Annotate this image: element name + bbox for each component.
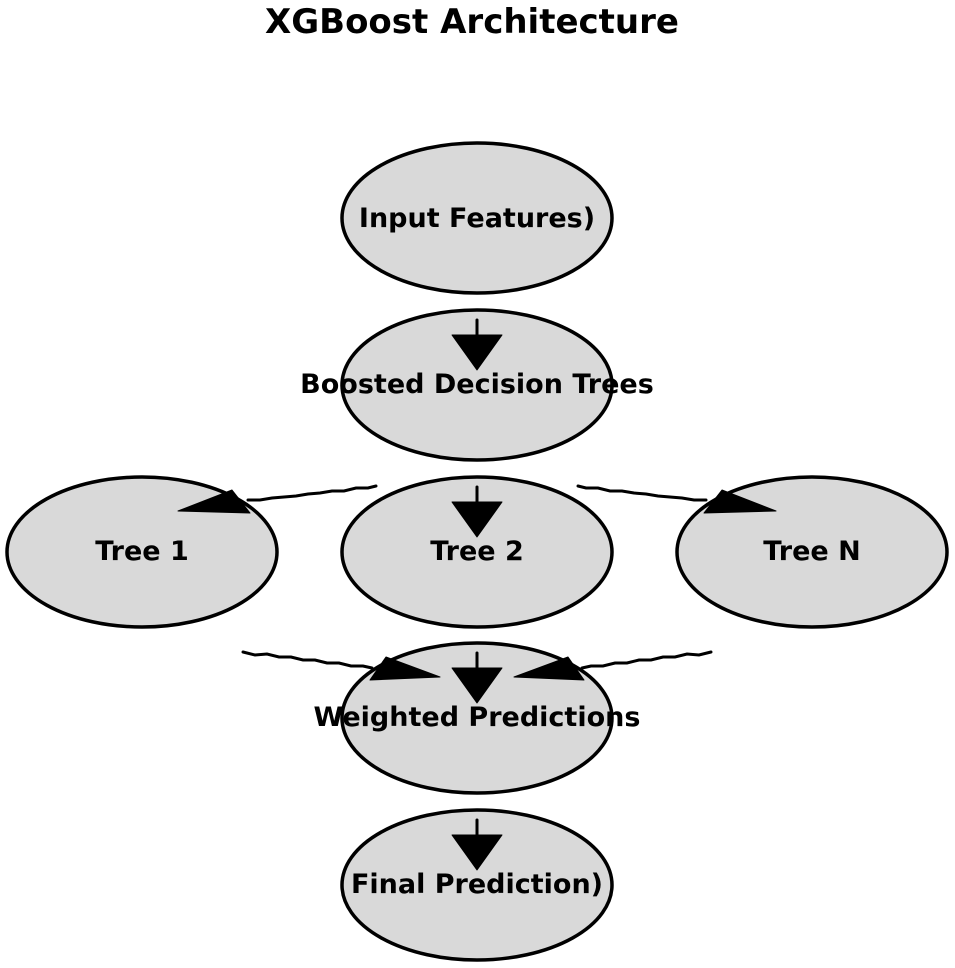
node-tree-2-shape bbox=[340, 475, 614, 629]
arrow-tree-n-to-weighted bbox=[513, 650, 713, 681]
arrow-boosted-to-tree-1 bbox=[177, 484, 378, 514]
arrow-boosted-to-tree-n bbox=[576, 484, 777, 514]
node-final-prediction-shape bbox=[340, 808, 614, 962]
node-weighted-predictions: Weighted Predictions bbox=[314, 641, 641, 795]
node-input-features: Input Features) bbox=[340, 141, 614, 295]
node-boosted-decision-trees-shape bbox=[340, 308, 614, 462]
arrow-input-to-boosted bbox=[451, 318, 503, 371]
node-input-features-shape bbox=[340, 141, 614, 295]
node-tree-1-shape bbox=[5, 475, 279, 629]
node-tree-n-label: Tree N bbox=[763, 536, 860, 567]
diagram-title: XGBoost Architecture bbox=[265, 2, 679, 42]
arrow-weighted-to-final bbox=[451, 818, 503, 871]
node-final-prediction-label: Final Prediction) bbox=[351, 869, 603, 900]
node-tree-2-label: Tree 2 bbox=[430, 536, 524, 567]
arrow-boosted-to-tree-2 bbox=[451, 485, 503, 538]
node-boosted-decision-trees: Boosted Decision Trees bbox=[300, 308, 654, 462]
node-input-features-label: Input Features) bbox=[359, 203, 595, 234]
node-tree-1: Tree 1 bbox=[5, 475, 279, 629]
arrow-tree-1-to-weighted bbox=[241, 650, 441, 681]
node-tree-1-label: Tree 1 bbox=[95, 536, 189, 567]
node-tree-n: Tree N bbox=[675, 475, 949, 629]
arrow-tree-2-to-weighted bbox=[451, 651, 503, 704]
node-tree-2: Tree 2 bbox=[340, 475, 614, 629]
node-tree-n-shape bbox=[675, 475, 949, 629]
node-boosted-decision-trees-label: Boosted Decision Trees bbox=[300, 369, 654, 400]
node-weighted-predictions-label: Weighted Predictions bbox=[314, 702, 641, 733]
node-final-prediction: Final Prediction) bbox=[340, 808, 614, 962]
node-weighted-predictions-shape bbox=[340, 641, 614, 795]
